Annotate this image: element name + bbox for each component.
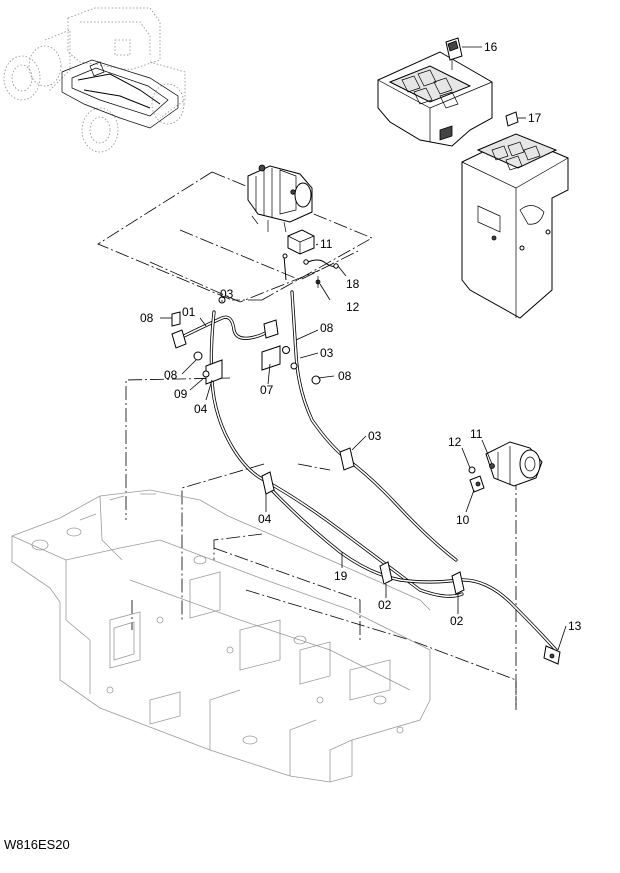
callout-08-right-upper: 08 [320, 321, 334, 335]
callout-17: 17 [528, 111, 542, 125]
callout-12-lower: 12 [448, 435, 462, 449]
cable-hardware [171, 296, 321, 385]
callout-08-left: 08 [140, 311, 154, 325]
callout-02-left: 02 [378, 598, 392, 612]
callout-07: 07 [260, 383, 274, 397]
leader-lines [160, 46, 567, 651]
callout-02-right: 02 [450, 614, 464, 628]
chassis-frame [11, 489, 431, 783]
callout-09: 09 [174, 387, 188, 401]
callout-04-lower: 04 [258, 512, 272, 526]
callout-labels: 16 17 11 18 12 03 08 01 08 03 08 08 09 0… [140, 40, 582, 633]
drawing-code: W816ES20 [4, 837, 70, 852]
callout-12-upper: 12 [346, 300, 360, 314]
fuse-panel [461, 111, 569, 319]
relay-block [282, 229, 339, 288]
machine-overview-thumbnail [3, 7, 186, 153]
callout-03-upper: 03 [220, 287, 234, 301]
callout-08-left-lower: 08 [164, 368, 178, 382]
starter-motor [247, 164, 313, 233]
callout-18: 18 [346, 277, 360, 291]
callout-16: 16 [484, 40, 498, 54]
callout-08-right-lower: 08 [338, 369, 352, 383]
battery-cables [171, 290, 561, 665]
disconnect-switch [468, 441, 543, 493]
callout-03-middle: 03 [320, 346, 334, 360]
callout-11-lower: 11 [470, 427, 483, 441]
callout-13: 13 [568, 619, 582, 633]
callout-04-upper: 04 [194, 402, 208, 416]
callout-03-lower: 03 [368, 429, 382, 443]
battery-switch-box [377, 37, 493, 147]
callout-01: 01 [182, 305, 196, 319]
callout-10: 10 [456, 513, 470, 527]
callout-11-upper: 11 [320, 237, 333, 251]
callout-19: 19 [334, 569, 348, 583]
